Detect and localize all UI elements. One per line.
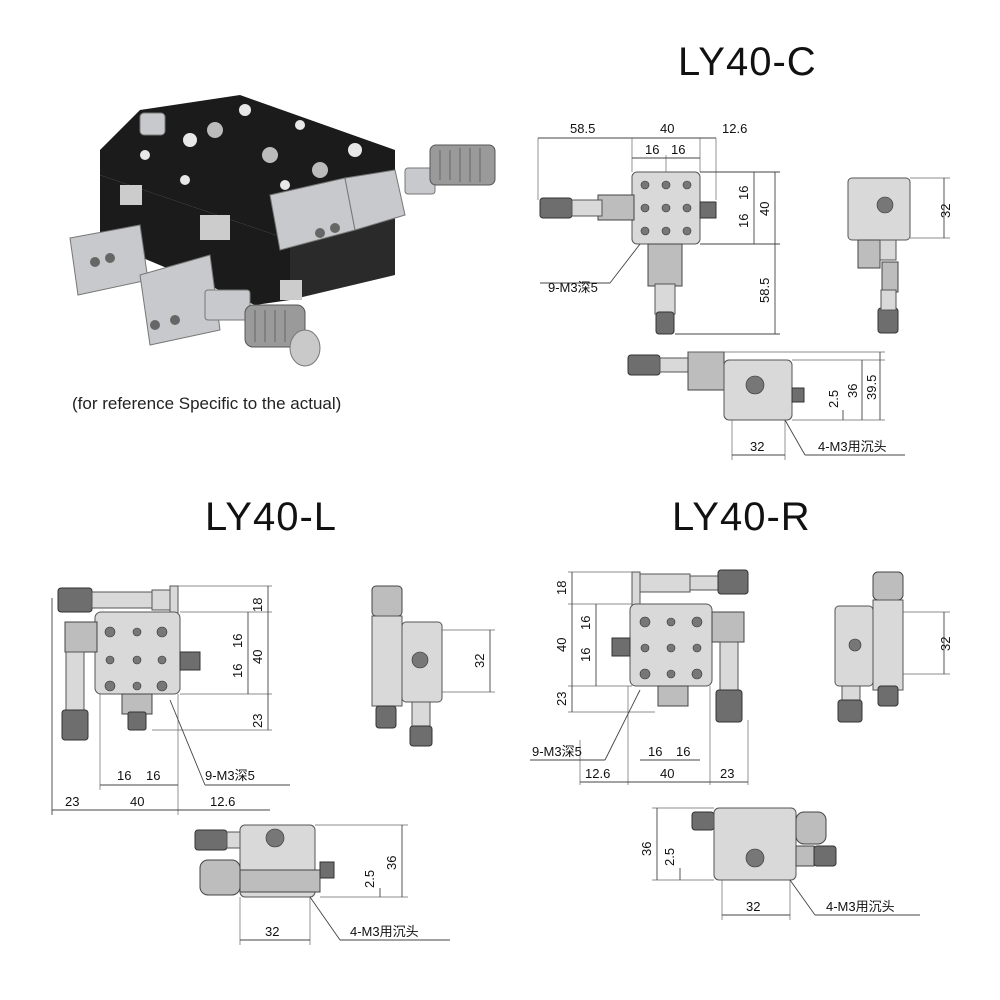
ly40-c-elev-dim-39-5: 39.5	[864, 375, 879, 400]
ly40-l-bottom-40: 40	[130, 794, 144, 809]
ly40-l-top-view	[51, 585, 290, 815]
ly40-l-bottom-23: 23	[65, 794, 79, 809]
ly40-l-dim-23: 23	[250, 714, 265, 728]
ly40-c-dim-right-16b: 16	[736, 214, 751, 228]
ly40-r-top-view	[530, 569, 749, 785]
ly40-l-side-dim-32: 32	[472, 654, 487, 668]
ly40-c-dim-right-16a: 16	[736, 186, 751, 200]
ly40-r-dim-40: 40	[554, 638, 569, 652]
ly40-c-note-9m3: 9-M3深5	[548, 280, 598, 295]
ly40-l-elev-dim-36: 36	[384, 856, 399, 870]
ly40-c-elev-dim-36: 36	[845, 384, 860, 398]
ly40-c-front-elevation	[627, 351, 905, 460]
ly40-c-dim-16b: 16	[671, 142, 685, 157]
ly40-l-bottom-16b: 16	[146, 768, 160, 783]
ly40-c-side-view	[847, 177, 950, 334]
product-photo	[69, 95, 496, 367]
title-ly40-l: LY40-L	[205, 495, 338, 539]
ly40-c-dim-58-5-vert: 58.5	[757, 278, 772, 303]
ly40-r-bottom-16a: 16	[648, 744, 662, 759]
ly40-l-bottom-12-6: 12.6	[210, 794, 235, 809]
ly40-r-bottom-12-6: 12.6	[585, 766, 610, 781]
ly40-c-side-dim-32: 32	[938, 204, 953, 218]
reference-caption: (for reference Specific to the actual)	[72, 394, 342, 413]
ly40-r-elev-dim-2-5: 2.5	[662, 848, 677, 866]
ly40-c-dim-12-6: 12.6	[722, 121, 747, 136]
ly40-r-bottom-16b: 16	[676, 744, 690, 759]
ly40-l-front-elevation	[194, 824, 450, 945]
ly40-c-dim-right-40: 40	[757, 202, 772, 216]
ly40-c-note-4m3: 4-M3用沉头	[818, 439, 887, 454]
ly40-l-elev-dim-2-5: 2.5	[362, 870, 377, 888]
ly40-l-dim-40: 40	[250, 650, 265, 664]
ly40-r-side-view	[834, 571, 950, 723]
ly40-c-elev-dim-2-5: 2.5	[826, 390, 841, 408]
ly40-c-dimensions	[537, 137, 780, 335]
ly40-r-front-elevation	[652, 807, 920, 920]
ly40-r-elev-dim-32: 32	[746, 899, 760, 914]
title-ly40-r: LY40-R	[672, 495, 811, 539]
ly40-l-bottom-16a: 16	[117, 768, 131, 783]
ly40-l-note-9m3: 9-M3深5	[205, 768, 255, 783]
ly40-c-dim-58-5: 58.5	[570, 121, 595, 136]
ly40-l-dim-16a: 16	[230, 634, 245, 648]
ly40-l-side-view	[371, 585, 495, 747]
ly40-c-dim-40: 40	[660, 121, 674, 136]
ly40-r-dim-23: 23	[554, 692, 569, 706]
title-ly40-c: LY40-C	[678, 40, 817, 84]
ly40-r-bottom-23: 23	[720, 766, 734, 781]
ly40-c-dim-16a: 16	[645, 142, 659, 157]
ly40-r-elev-dim-36: 36	[639, 842, 654, 856]
ly40-r-dim-16b: 16	[578, 648, 593, 662]
ly40-l-dim-16b: 16	[230, 664, 245, 678]
ly40-r-side-dim-32: 32	[938, 637, 953, 651]
ly40-r-bottom-40: 40	[660, 766, 674, 781]
ly40-r-note-4m3: 4-M3用沉头	[826, 899, 895, 914]
ly40-r-dim-16a: 16	[578, 616, 593, 630]
ly40-l-dim-18: 18	[250, 598, 265, 612]
ly40-l-note-4m3: 4-M3用沉头	[350, 924, 419, 939]
ly40-r-dim-18: 18	[554, 581, 569, 595]
ly40-c-elev-dim-32: 32	[750, 439, 764, 454]
ly40-l-elev-dim-32: 32	[265, 924, 279, 939]
ly40-c-top-view	[539, 171, 717, 335]
ly40-r-note-9m3: 9-M3深5	[532, 744, 582, 759]
